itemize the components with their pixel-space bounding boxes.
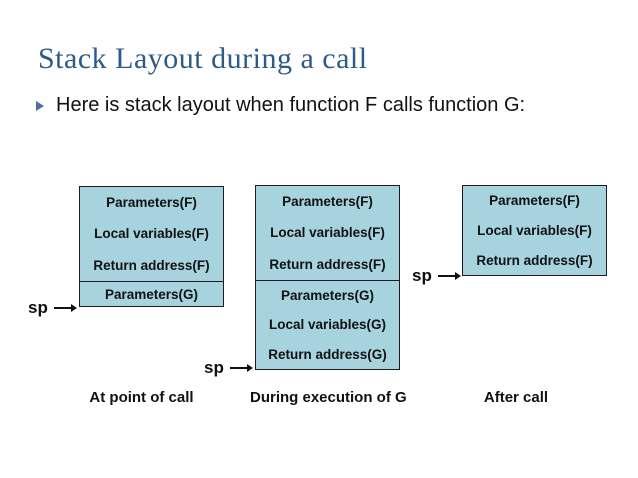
stack-cell: Local variables(F) — [477, 222, 592, 238]
sp-pointer-2: sp — [204, 358, 253, 378]
stack-cell: Local variables(G) — [268, 317, 387, 333]
stack-cell: Parameters(F) — [489, 193, 580, 209]
sp-pointer-1: sp — [28, 298, 77, 318]
frame-f: Parameters(F) Local variables(F) Return … — [80, 187, 223, 281]
caption-after-call: After call — [483, 389, 549, 406]
stack-box-at-point-of-call: Parameters(F) Local variables(F) Return … — [79, 186, 224, 307]
caption-at-point-of-call: At point of call — [89, 389, 194, 406]
bullet-text: Here is stack layout when function F cal… — [56, 94, 526, 116]
caption-during-execution: During execution of G — [250, 389, 407, 406]
stack-cell: Return address(F) — [269, 256, 386, 272]
right-arrow-icon — [437, 272, 461, 280]
stack-box-during-execution: Parameters(F) Local variables(F) Return … — [255, 185, 400, 370]
sp-label: sp — [204, 358, 224, 377]
frame-f: Parameters(F) Local variables(F) Return … — [463, 186, 606, 275]
stack-box-after-call: Parameters(F) Local variables(F) Return … — [462, 185, 607, 276]
stack-cell: Parameters(F) — [282, 194, 373, 210]
bullet-line: Here is stack layout when function F cal… — [36, 94, 525, 117]
stack-cell: Return address(F) — [476, 252, 593, 268]
right-arrow-icon — [53, 304, 77, 312]
stack-cell: Parameters(F) — [106, 195, 197, 211]
sp-label: sp — [412, 266, 432, 285]
bullet-triangle-icon — [36, 100, 44, 111]
sp-label: sp — [28, 298, 48, 317]
frame-g: Parameters(G) — [80, 281, 223, 306]
stack-cell: Return address(F) — [93, 257, 210, 273]
stack-cell: Return address(G) — [268, 346, 387, 362]
stack-cell: Local variables(F) — [270, 225, 385, 241]
stack-cell: Local variables(F) — [94, 226, 209, 242]
sp-pointer-3: sp — [412, 266, 461, 286]
right-arrow-icon — [229, 364, 253, 372]
frame-g: Parameters(G) Local variables(G) Return … — [256, 280, 399, 369]
stack-cell: Parameters(G) — [280, 288, 375, 304]
slide-title: Stack Layout during a call — [38, 42, 368, 75]
frame-f: Parameters(F) Local variables(F) Return … — [256, 186, 399, 280]
stack-cell: Parameters(G) — [104, 286, 199, 302]
